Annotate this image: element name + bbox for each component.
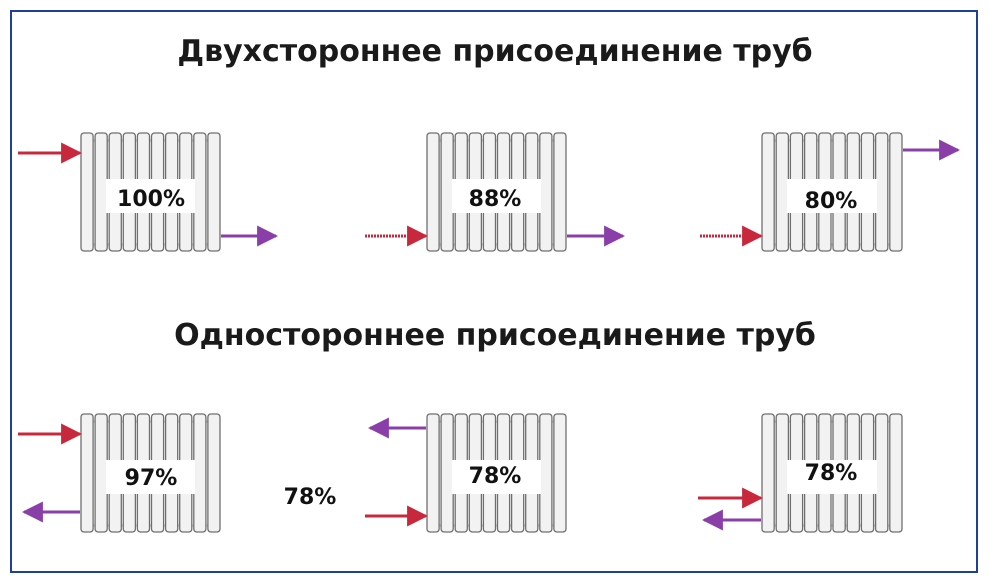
radiator-manifold: [762, 524, 902, 527]
label-plate: [787, 179, 877, 213]
radiator-fin: [426, 413, 440, 533]
radiator-fin: [775, 132, 790, 252]
radiator-one-sided-3: [761, 413, 903, 533]
radiator-fin: [539, 132, 553, 252]
radiator-fin: [553, 413, 567, 533]
radiator-fin: [80, 413, 94, 533]
efficiency-label: 100%: [117, 187, 185, 212]
radiator-manifold: [81, 420, 220, 423]
radiator-fin: [775, 413, 790, 533]
efficiency-label: 80%: [805, 189, 858, 214]
radiator-fin: [207, 413, 221, 533]
radiator-manifold: [762, 243, 902, 246]
radiator-fin: [889, 413, 903, 533]
radiator-fin: [761, 413, 775, 533]
floating-efficiency-label: 78%: [284, 485, 337, 510]
radiator-manifold: [762, 420, 902, 423]
radiator-fin: [80, 132, 94, 252]
heading-one-sided: Одностороннее присоединение труб: [174, 318, 816, 353]
label-plate: [106, 460, 195, 494]
radiator-manifold: [81, 243, 220, 246]
radiator-fin: [553, 132, 567, 252]
radiator-fin: [539, 413, 553, 533]
radiator-fin: [874, 132, 889, 252]
radiator-fin: [193, 413, 207, 533]
radiator-manifold: [427, 524, 566, 527]
radiator-manifold: [427, 139, 566, 142]
heading-two-sided: Двухстороннее присоединение труб: [177, 34, 813, 69]
radiator-fin: [426, 132, 440, 252]
radiator-fin: [440, 413, 454, 533]
radiator-two-sided-2: [426, 132, 567, 252]
radiator-manifold: [81, 524, 220, 527]
radiator-two-sided-3: [761, 132, 903, 252]
radiator-fin: [193, 132, 207, 252]
efficiency-label: 97%: [125, 466, 178, 491]
radiator-fin: [94, 413, 108, 533]
radiator-fin: [761, 132, 775, 252]
radiator-one-sided-1: [80, 413, 221, 533]
radiator-fin: [440, 132, 454, 252]
radiator-manifold: [81, 139, 220, 142]
radiator-manifold: [427, 420, 566, 423]
radiator-fin: [874, 413, 889, 533]
radiator-fin: [207, 132, 221, 252]
label-plate: [106, 179, 195, 213]
label-plate: [787, 460, 877, 494]
label-plate: [452, 460, 541, 494]
radiator-one-sided-2: [426, 413, 567, 533]
radiator-fin: [94, 132, 108, 252]
efficiency-label: 88%: [469, 187, 522, 212]
label-plate: [452, 179, 541, 213]
radiator-fin: [889, 132, 903, 252]
radiator-manifold: [427, 243, 566, 246]
efficiency-label: 78%: [469, 464, 522, 489]
radiator-manifold: [762, 139, 902, 142]
efficiency-label: 78%: [805, 461, 858, 486]
radiator-two-sided-1: [80, 132, 221, 252]
